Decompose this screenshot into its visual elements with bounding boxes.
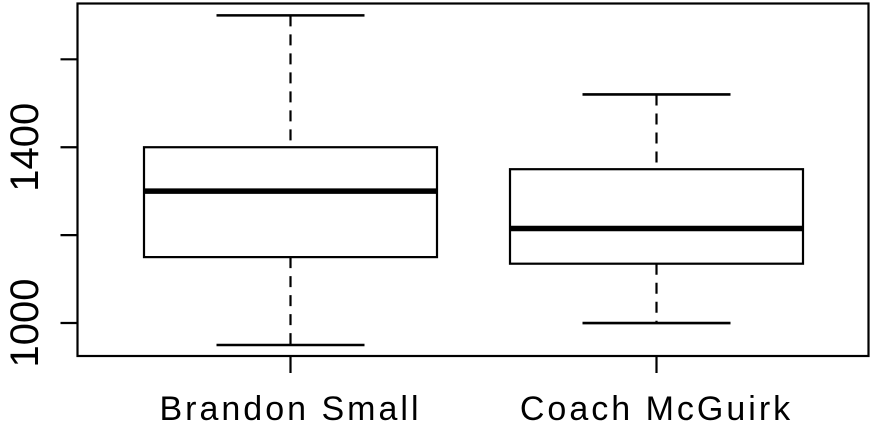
plot-frame	[76, 2, 870, 358]
x-axis-category-label: Coach McGuirk	[520, 390, 793, 428]
y-axis-tick-label: 1000	[3, 279, 47, 368]
iqr-box	[508, 168, 805, 265]
boxplot-coach-mcguirk: Coach McGuirk	[508, 93, 805, 428]
y-axis-tick-label: 1400	[3, 103, 47, 192]
boxplot-brandon-small: Brandon Small	[142, 14, 439, 428]
x-axis-category-label: Brandon Small	[159, 390, 421, 428]
iqr-box	[142, 146, 439, 259]
